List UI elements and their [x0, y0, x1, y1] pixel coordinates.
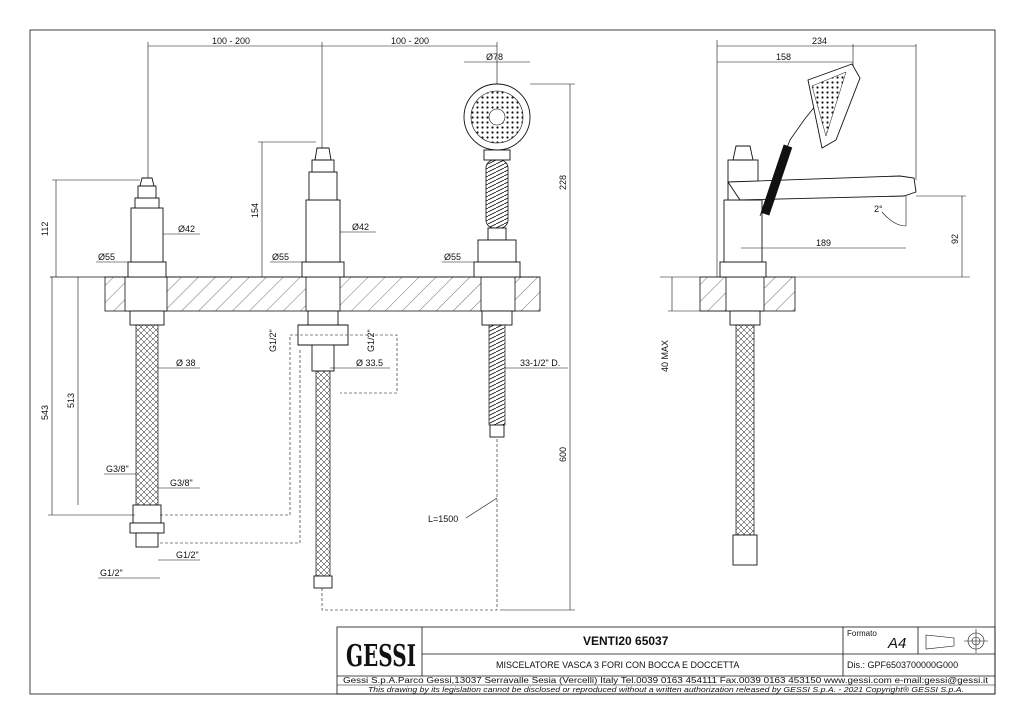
dim-dia-38: Ø 38: [176, 358, 196, 368]
dim-angle-2: 2°: [874, 204, 883, 214]
dim-g38-b: G3/8": [170, 478, 193, 488]
dim-length-543: 543: [40, 405, 50, 420]
dim-dia-55-right: Ø55: [444, 252, 461, 262]
dim-length-513: 513: [66, 393, 76, 408]
dim-width-234: 234: [812, 36, 827, 46]
dim-dia-33-5: Ø 33.5: [356, 358, 383, 368]
front-view: 100 - 200 100 - 200 Ø78 112 154 228 600 …: [40, 36, 575, 611]
dim-deck-40: 40 MAX: [660, 340, 670, 372]
projection-symbol-icon: [925, 629, 988, 653]
dim-shower-diameter: Ø78: [486, 52, 503, 62]
middle-valve: [297, 147, 349, 589]
dim-width-158: 158: [776, 52, 791, 62]
dim-dia-42-mid: Ø42: [352, 222, 369, 232]
dim-dia-42-left: Ø42: [178, 224, 195, 234]
left-valve: [127, 177, 167, 548]
company-logo: GESSI: [346, 639, 416, 674]
dim-height-92: 92: [950, 234, 960, 244]
product-title: VENTI20 65037: [583, 634, 669, 648]
dim-height-154: 154: [250, 203, 260, 218]
dim-g12-d: G1/2": [100, 568, 123, 578]
dim-spacing-left: 100 - 200: [212, 36, 250, 46]
format-label: Formato: [847, 629, 877, 638]
side-view: 234 158 2° 189 92 40 MAX: [660, 36, 970, 566]
dim-g12-b: G1/2": [366, 329, 376, 352]
format-value: A4: [887, 635, 906, 652]
title-block: GESSI VENTI20 65037 MISCELATORE VASCA 3 …: [336, 626, 996, 695]
dim-height-112: 112: [40, 222, 50, 236]
dim-height-228: 228: [558, 175, 568, 190]
dim-hose-thread: 33-1/2" D.: [520, 358, 560, 368]
dim-spacing-right: 100 - 200: [391, 36, 429, 46]
dim-reach-189: 189: [816, 238, 831, 248]
dim-g12-c: G1/2": [176, 550, 199, 560]
dim-dia-55-left: Ø55: [98, 252, 115, 262]
dim-g12-a: G1/2": [268, 329, 278, 352]
dim-g38-a: G3/8": [106, 464, 129, 474]
company-address: Gessi S.p.A.Parco Gessi,13037 Serravalle…: [343, 676, 989, 685]
dim-hose-length: L=1500: [428, 514, 458, 524]
dim-dia-55-mid: Ø55: [272, 252, 289, 262]
product-description: MISCELATORE VASCA 3 FORI CON BOCCA E DOC…: [496, 660, 739, 670]
hand-shower-assembly: [463, 83, 531, 438]
copyright-notice: This drawing by its legislation cannot b…: [368, 685, 964, 694]
dim-length-600: 600: [558, 447, 568, 462]
drawing-number: Dis.: GPF6503700000G000: [847, 660, 958, 670]
